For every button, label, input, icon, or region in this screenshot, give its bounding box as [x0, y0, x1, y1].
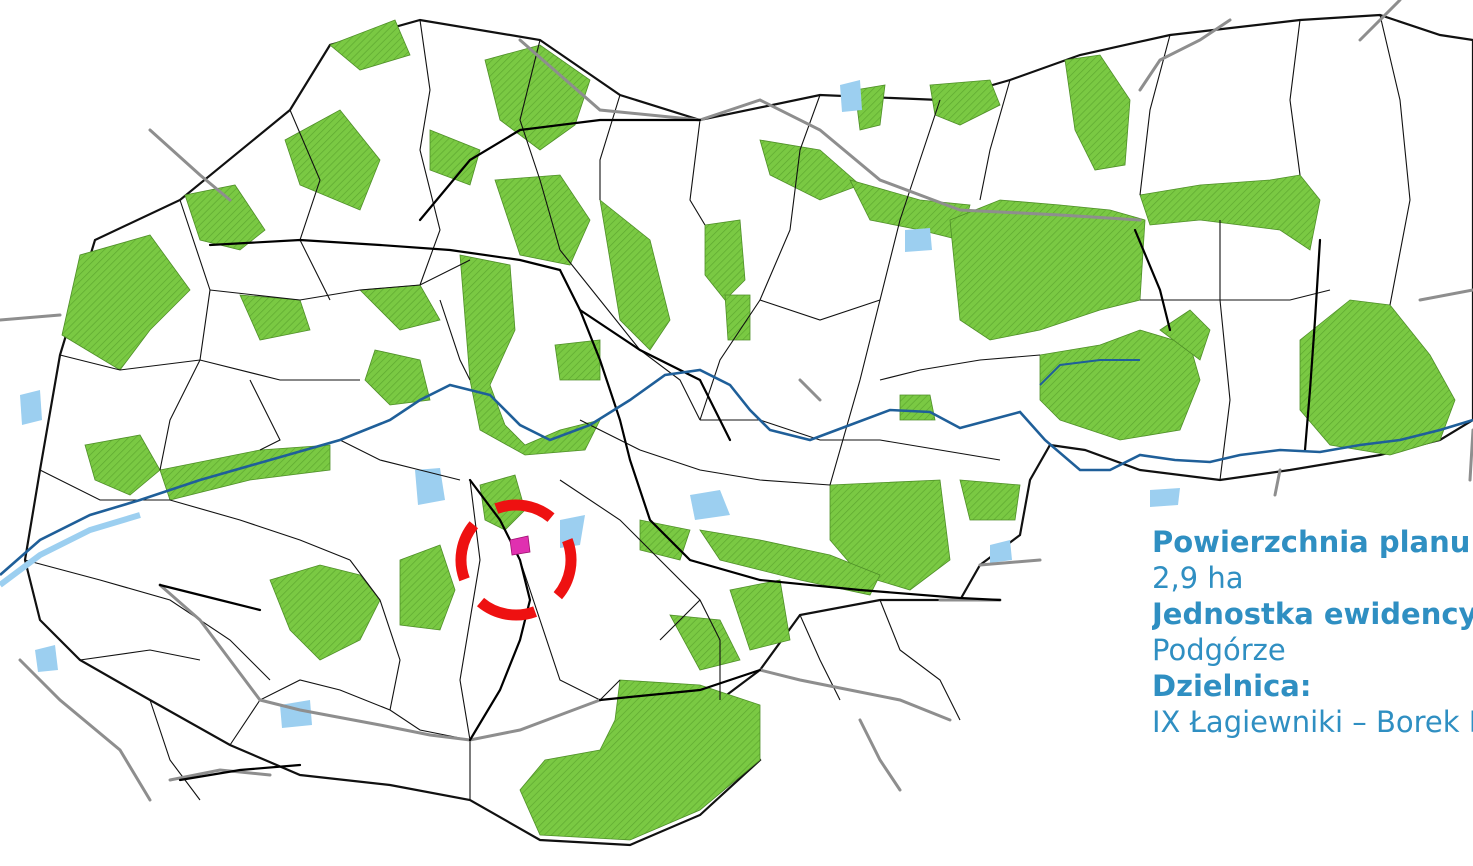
green-area: [1159, 309, 1211, 361]
green-area: [959, 479, 1021, 521]
green-area: [284, 109, 381, 211]
green-area: [704, 219, 746, 301]
green-area: [429, 129, 481, 186]
water-body: [840, 80, 862, 112]
green-area: [554, 339, 601, 381]
road: [1138, 18, 1232, 92]
water-body: [35, 645, 58, 672]
green-area: [854, 84, 886, 131]
railway: [598, 668, 762, 702]
green-area: [1064, 54, 1131, 171]
railway: [158, 583, 262, 612]
unit-value: Podgórze: [1152, 633, 1286, 667]
railway: [178, 763, 302, 782]
water-body: [990, 540, 1012, 563]
area-label: Powierzchnia planu:: [1152, 525, 1473, 559]
water-body: [415, 468, 445, 505]
road: [518, 38, 1142, 222]
river-branch: [1039, 359, 1140, 386]
green-area: [239, 294, 311, 341]
road: [148, 128, 232, 202]
roads: [0, 0, 1473, 802]
green-area: [724, 294, 751, 341]
green-area: [329, 19, 411, 71]
vistula-river: [0, 368, 1473, 576]
railway: [468, 478, 532, 742]
green-area: [364, 349, 431, 406]
green-area: [1039, 329, 1201, 441]
green-area: [699, 529, 881, 596]
green-areas: [61, 19, 1456, 841]
road: [798, 378, 822, 402]
green-area: [459, 254, 601, 456]
road: [758, 668, 952, 722]
plan-info-panel: Powierzchnia planu: 2,9 ha Jednostka ewi…: [1152, 524, 1473, 740]
unit-label: Jednostka ewidencyjna:: [1152, 597, 1473, 631]
district-value: IX Łagiewniki – Borek Fałęcki: [1152, 705, 1473, 739]
district-label: Dzielnica:: [1152, 669, 1312, 703]
road: [18, 658, 152, 802]
green-area: [269, 564, 381, 661]
green-area: [494, 174, 591, 266]
green-area: [399, 544, 456, 631]
road: [158, 583, 602, 742]
road: [168, 768, 272, 782]
dashed-circle-marker-icon: [455, 499, 577, 621]
road: [858, 718, 902, 792]
road: [1418, 288, 1473, 302]
road: [1358, 0, 1402, 42]
green-area: [84, 434, 161, 496]
green-area: [829, 479, 951, 591]
railway: [1303, 238, 1322, 452]
green-area: [899, 394, 936, 421]
railway: [208, 238, 562, 272]
green-area: [599, 199, 671, 351]
water-body: [905, 228, 932, 252]
green-area: [184, 184, 266, 251]
water-body: [20, 390, 42, 425]
railway: [1133, 228, 1172, 332]
road: [1273, 468, 1282, 497]
green-area: [929, 79, 1001, 126]
railway: [418, 118, 702, 222]
green-area: [1139, 174, 1321, 251]
green-area: [759, 139, 861, 201]
river-west-light: [0, 512, 141, 588]
area-value: 2,9 ha: [1152, 561, 1244, 595]
water-body: [1150, 488, 1180, 507]
water-body: [280, 700, 312, 728]
railway: [578, 308, 732, 442]
water-body: [690, 490, 730, 520]
road: [0, 313, 62, 322]
green-area: [1299, 299, 1456, 456]
water-body: [560, 515, 585, 548]
road: [978, 558, 1042, 567]
green-area: [729, 579, 791, 651]
plan-area: [509, 535, 531, 556]
railway: [558, 268, 1002, 602]
green-area: [669, 614, 741, 671]
railways: [158, 118, 1322, 782]
green-area: [519, 679, 761, 841]
